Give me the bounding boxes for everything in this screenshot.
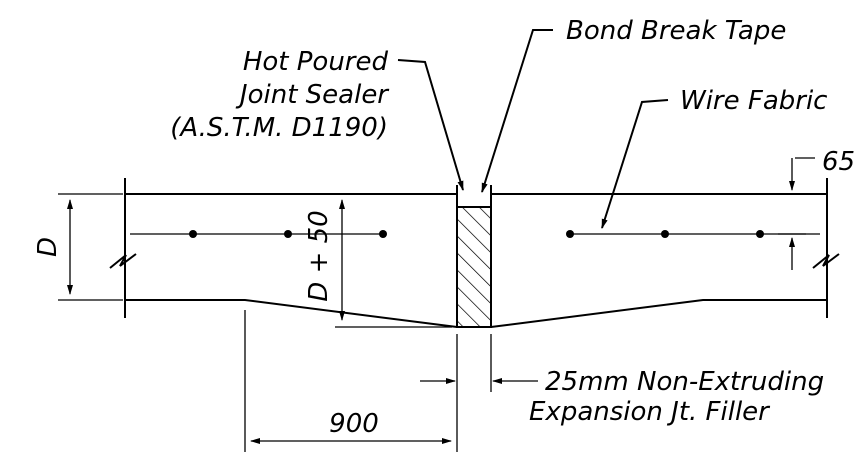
right-slab-bottom — [490, 299, 827, 328]
right-wire-dot-2 — [661, 230, 669, 238]
wire-fabric-leader — [601, 99, 669, 229]
bond-break-label: Bond Break Tape — [566, 16, 786, 46]
wire-fabric-label: Wire Fabric — [680, 86, 827, 116]
joint-sealer — [458, 194, 490, 207]
right-break-symbol — [812, 253, 840, 269]
filler-label-2: Expansion Jt. Filler — [529, 397, 771, 427]
left-slab-bottom — [125, 299, 458, 328]
hot-poured-label-2: Joint Sealer — [235, 80, 390, 110]
depth-label: D — [33, 237, 63, 257]
right-wire-dot-3 — [756, 230, 764, 238]
taper-length-label: 900 — [329, 409, 379, 439]
hot-poured-label-3: (A.S.T.M. D1190) — [170, 113, 388, 143]
left-break-symbol — [109, 253, 137, 269]
thickened-depth-label: D + 50 — [304, 210, 334, 301]
expansion-joint-filler — [456, 206, 492, 328]
bond-break-leader — [481, 29, 553, 193]
left-slab — [109, 178, 458, 328]
joint — [456, 185, 492, 328]
left-wire-dot-1 — [189, 230, 197, 238]
right-slab — [490, 178, 840, 328]
left-wire-dot-2 — [284, 230, 292, 238]
filler-label-1: 25mm Non-Extruding — [545, 367, 824, 397]
left-wire-dot-3 — [379, 230, 387, 238]
hot-poured-label-1: Hot Poured — [243, 47, 389, 77]
cover-label: 65 — [822, 147, 855, 177]
hot-poured-leader — [397, 59, 464, 191]
right-wire-dot-1 — [566, 230, 574, 238]
